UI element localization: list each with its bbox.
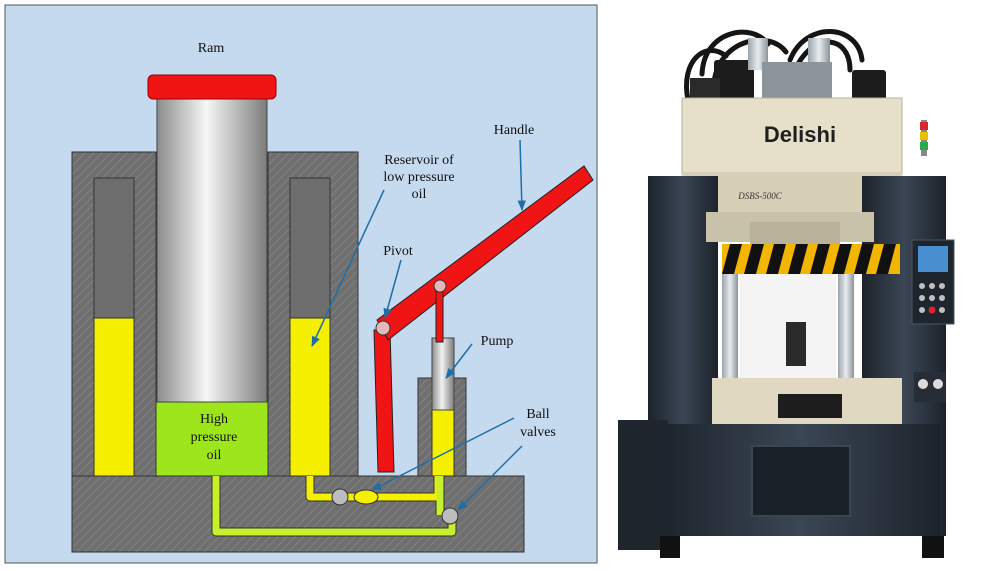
touch-screen: [918, 246, 948, 272]
label-ball-valves-line-1: Ball: [526, 407, 549, 422]
ram-body: [750, 222, 840, 244]
ram: [156, 97, 268, 403]
press-photo: Delishi DSBS-500C: [618, 29, 955, 558]
label-reservoir-line-3: oil: [412, 187, 427, 202]
brand-logo: Delishi: [764, 122, 836, 147]
pivot-arm: [373, 329, 395, 473]
motor-left: [714, 60, 754, 104]
hydraulic-diagram: Ram Handle Reservoir of low pressure oil…: [4, 4, 598, 564]
side-tank: [618, 420, 668, 550]
model-label: DSBS-500C: [737, 191, 782, 201]
motor-right: [852, 70, 886, 104]
ball-valve-1: [331, 488, 349, 506]
handle-assembly: [373, 165, 594, 473]
bed-slot: [778, 394, 842, 418]
label-pump: Pump: [481, 334, 514, 349]
gauge-left: [918, 379, 928, 389]
gauge-right: [933, 379, 943, 389]
signal-red: [920, 122, 928, 130]
pointer-arrows: [311, 139, 526, 511]
control-buttons: [919, 283, 945, 314]
foot-right: [922, 536, 944, 558]
label-handle: Handle: [494, 123, 534, 138]
label-high-pressure-line-2: pressure: [191, 430, 238, 445]
pump-joint: [433, 279, 447, 293]
signal-green: [920, 142, 928, 150]
pump-oil: [431, 407, 455, 477]
label-pivot: Pivot: [383, 244, 413, 259]
label-reservoir-line-1: Reservoir of: [384, 153, 454, 168]
guide-post-right: [838, 274, 854, 380]
center-block: [786, 322, 806, 366]
reservoir-left-oil: [93, 317, 135, 477]
valve-seat-1: [353, 489, 379, 505]
pump-piston: [431, 337, 455, 411]
label-high-pressure-line-3: oil: [207, 448, 222, 463]
label-ball-valves-line-2: valves: [520, 425, 556, 440]
ram-cap: [147, 74, 277, 100]
press-head: [681, 97, 903, 175]
label-ram: Ram: [198, 41, 225, 56]
pump-link: [435, 285, 444, 343]
ball-valve-2: [441, 507, 459, 525]
reservoir-right-oil: [289, 317, 331, 477]
label-high-pressure-line-1: High: [200, 412, 228, 427]
signal-yellow: [920, 132, 928, 140]
guide-post-left: [722, 274, 738, 380]
foot-left: [660, 536, 680, 558]
base-panel: [751, 445, 851, 517]
label-reservoir-line-2: low pressure: [383, 170, 454, 185]
hazard-stripes: [722, 244, 896, 274]
valve-block: [762, 62, 832, 104]
pivot-joint: [375, 320, 391, 336]
